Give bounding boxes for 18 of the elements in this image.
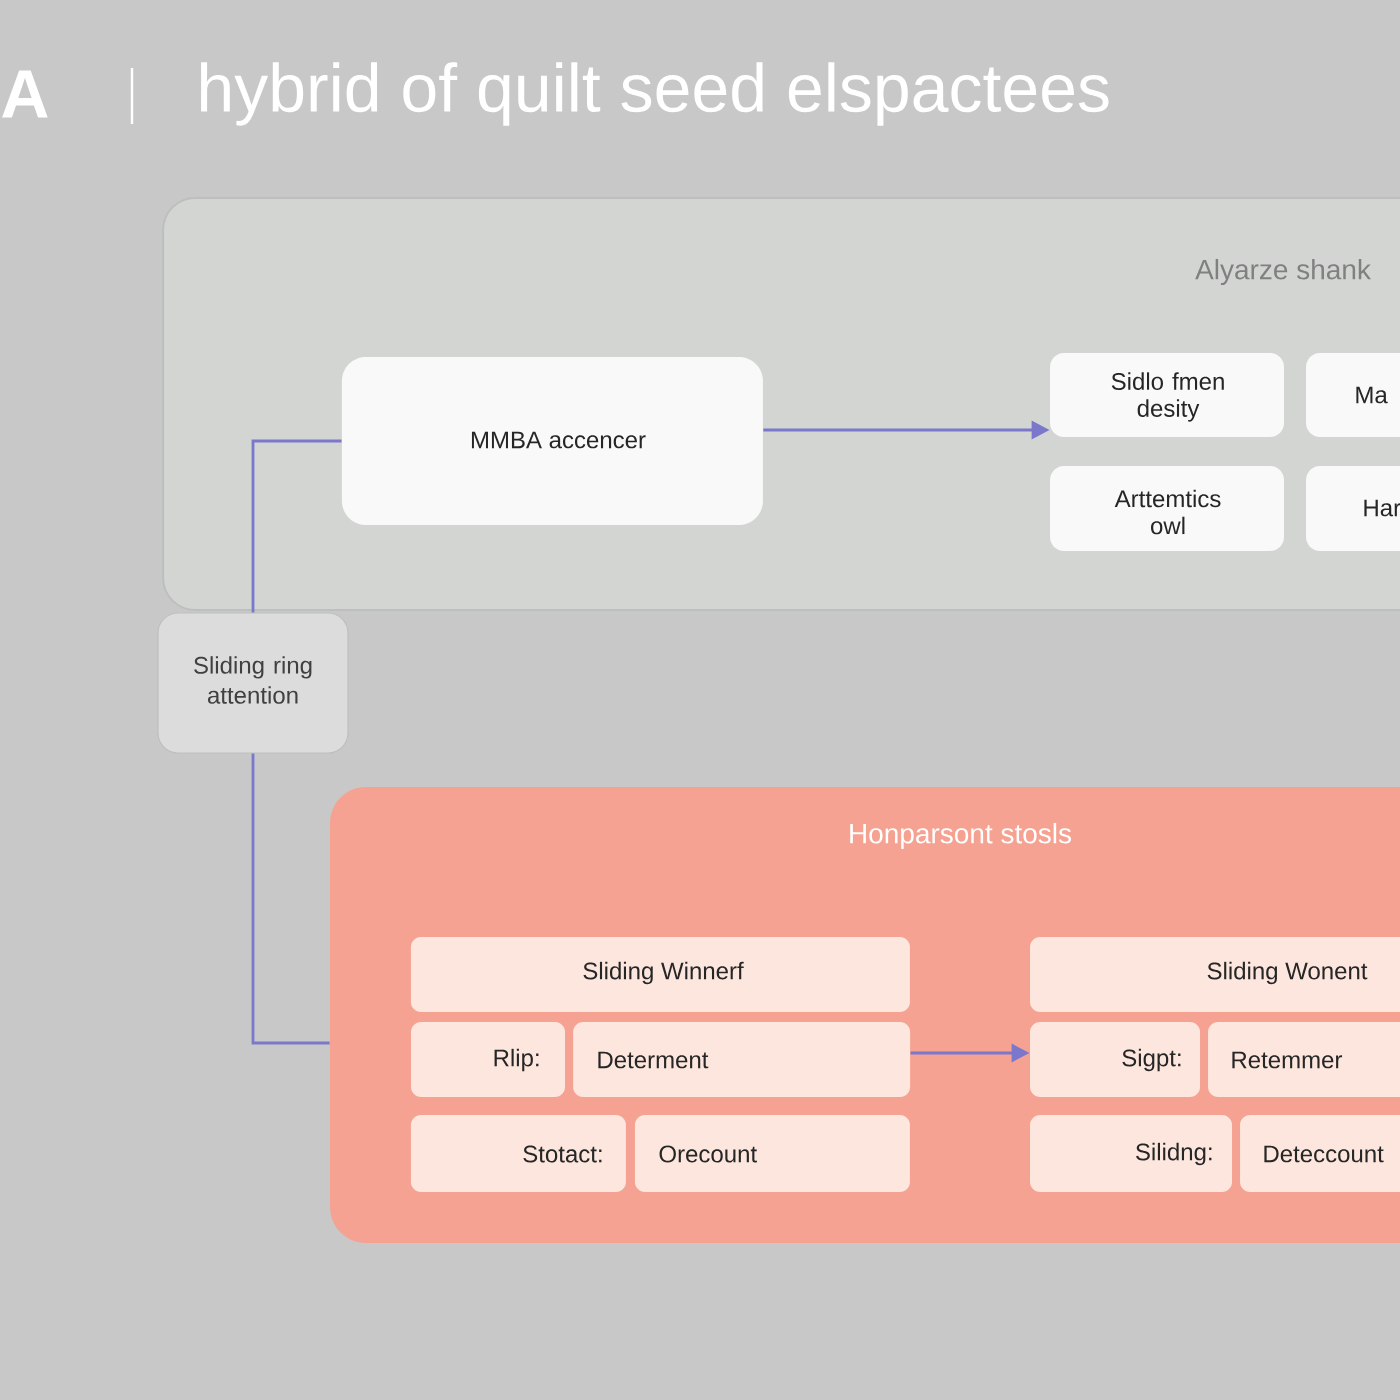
cell-box: Determent [573, 1022, 911, 1098]
cell-box: Sliding Winnerf [410, 936, 910, 1012]
cell-box: Silidng: [1030, 1115, 1233, 1193]
process-box: Sliding ring attention [157, 612, 349, 754]
cell-box: Rlip: [411, 1022, 565, 1098]
process-box: Ma [1306, 353, 1400, 437]
cell-box: Retemmer [1208, 1022, 1400, 1098]
connector [251, 753, 330, 1045]
cell-box: Deteccount [1240, 1115, 1400, 1193]
cell-box: Stotact: [410, 1115, 626, 1193]
connector [251, 439, 342, 613]
process-box: Har [1306, 465, 1400, 551]
process-box: Arttemtics owl [1050, 465, 1284, 551]
cell-box: Sliding Wonent [1030, 936, 1400, 1012]
cell-box: Sigpt: [1030, 1022, 1200, 1098]
process-box: Sidlo fmen desity [1050, 353, 1284, 437]
cell-box: Orecount [634, 1115, 910, 1193]
process-box: MMBA accencer [341, 357, 763, 525]
